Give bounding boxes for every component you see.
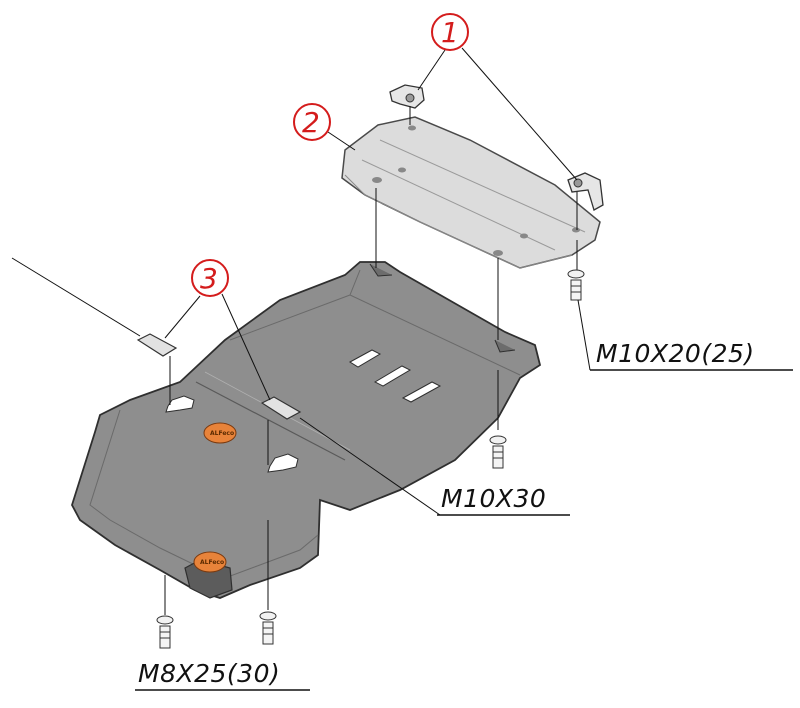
svg-text:M8X25(30): M8X25(30) xyxy=(138,659,280,688)
bolt-lower-right xyxy=(259,611,277,645)
keyhole-cutout xyxy=(165,395,195,413)
label-upper-bolt: M10X20(25) xyxy=(577,299,793,371)
svg-text:2: 2 xyxy=(302,106,320,139)
callout-2: 2 xyxy=(293,103,356,151)
bolt-lower-left xyxy=(156,615,174,649)
upper-left-bracket xyxy=(389,84,425,109)
upper-right-bracket xyxy=(567,172,604,211)
svg-text:1: 1 xyxy=(441,16,459,49)
vent-slots xyxy=(349,349,442,403)
callout-3: 3 xyxy=(164,259,271,401)
keyhole-cutout xyxy=(267,453,299,473)
svg-text:ALFeco: ALFeco xyxy=(200,559,224,566)
callout-1: 1 xyxy=(417,13,578,181)
retainer-plate-left xyxy=(136,333,178,357)
svg-text:3: 3 xyxy=(200,262,218,295)
brand-badge-lower: ALFeco xyxy=(193,551,227,573)
main-skid-plate xyxy=(71,261,542,599)
bolt-middle xyxy=(489,435,507,469)
assembly-lines xyxy=(11,106,578,615)
bolt-upper-right xyxy=(567,269,585,301)
upper-skid-plate xyxy=(341,116,601,269)
label-lower-bolt: M8X25(30) xyxy=(135,659,310,691)
svg-text:ALFeco: ALFeco xyxy=(210,430,234,437)
brand-badge-upper: ALFeco xyxy=(203,422,237,444)
svg-text:M10X30: M10X30 xyxy=(441,484,546,513)
svg-text:M10X20(25): M10X20(25) xyxy=(596,339,755,368)
label-middle-bolt: M10X30 xyxy=(299,417,570,516)
